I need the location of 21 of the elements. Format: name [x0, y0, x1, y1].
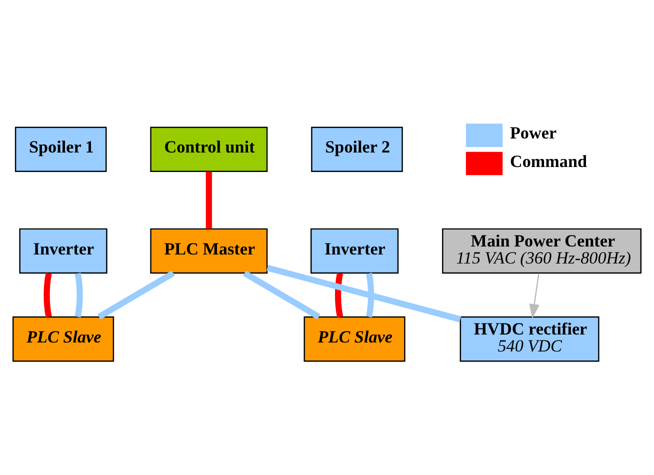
- node-box: Main Power Center 115 VAC (360 Hz-800Hz): [442, 228, 642, 274]
- connector: [242, 270, 320, 320]
- node-box: Spoiler 1: [14, 126, 107, 172]
- node-box: PLC Slave: [12, 316, 114, 362]
- node-box: Inverter: [310, 228, 399, 274]
- connector: [334, 272, 344, 318]
- connector: [44, 272, 52, 318]
- connector: [74, 272, 83, 318]
- connector: [97, 270, 175, 320]
- node-box: PLC Slave: [304, 316, 406, 362]
- connector: [206, 172, 212, 229]
- legend-label: Power: [510, 124, 557, 143]
- node-box: Control unit: [150, 126, 268, 172]
- arrow: [529, 273, 540, 319]
- connector: [266, 264, 462, 322]
- node-box: Spoiler 2: [311, 126, 403, 172]
- node-box: HVDC rectifier 540 VDC: [460, 316, 600, 362]
- legend-label: Command: [510, 152, 588, 171]
- connector: [366, 272, 374, 318]
- node-box: PLC Master: [150, 228, 268, 274]
- node-box: Inverter: [19, 228, 108, 274]
